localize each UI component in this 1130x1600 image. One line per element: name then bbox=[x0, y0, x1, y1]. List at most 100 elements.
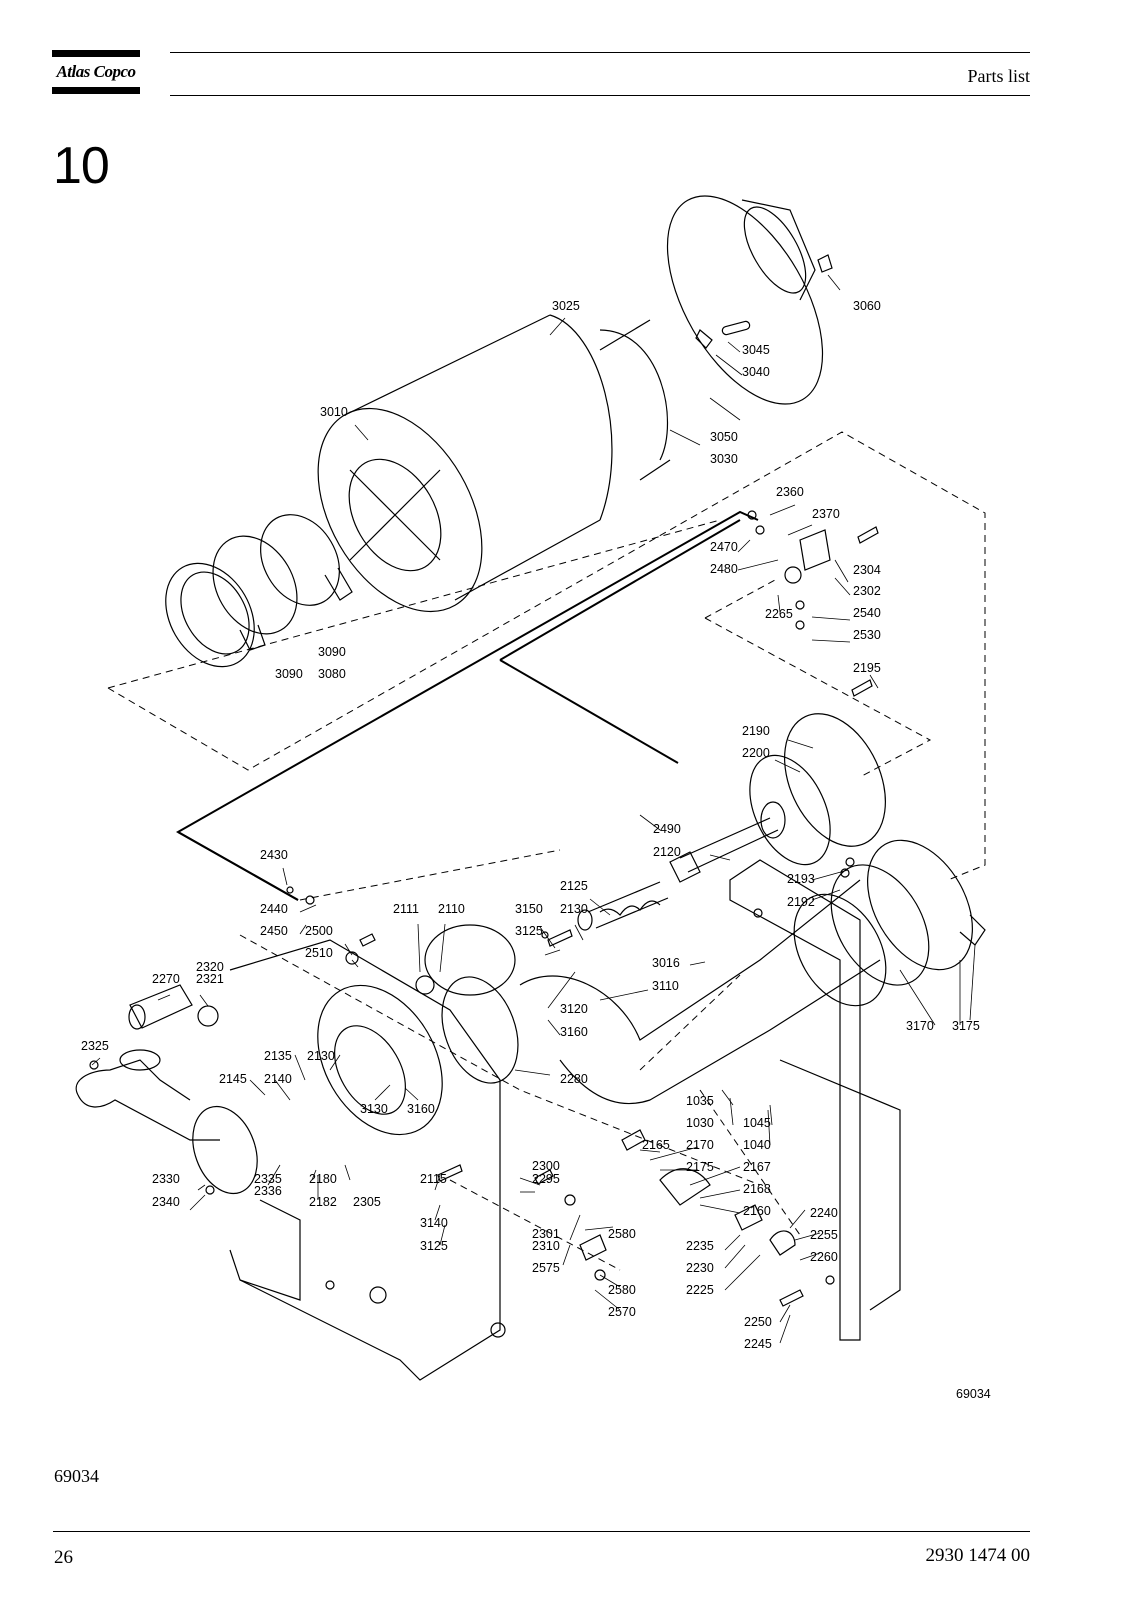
logo-bar-top bbox=[52, 50, 140, 57]
part-label: 3090 bbox=[318, 645, 346, 659]
part-label: 3140 bbox=[420, 1216, 448, 1230]
footer-rule bbox=[53, 1531, 1030, 1532]
part-label: 2360 bbox=[776, 485, 804, 499]
page-number: 26 bbox=[54, 1547, 73, 1568]
part-label: 3125 bbox=[420, 1239, 448, 1253]
part-label: 2490 bbox=[653, 822, 681, 836]
part-label: 3120 bbox=[560, 1002, 588, 1016]
part-label: 2580 bbox=[608, 1227, 636, 1241]
part-label: 2115 bbox=[420, 1172, 447, 1186]
part-label: 3016 bbox=[652, 956, 680, 970]
part-label: 2321 bbox=[196, 972, 224, 986]
part-label: 2190 bbox=[742, 724, 770, 738]
part-label: 2182 bbox=[309, 1195, 337, 1209]
part-label: 1040 bbox=[743, 1138, 771, 1152]
part-label: 2304 bbox=[853, 563, 881, 577]
part-label: 2255 bbox=[810, 1228, 838, 1242]
part-label: 2480 bbox=[710, 562, 738, 576]
part-number-labels: 3025 3060 3045 3040 3010 3050 3030 2360 … bbox=[81, 299, 991, 1401]
part-label: 2175 bbox=[686, 1160, 714, 1174]
part-label: 2430 bbox=[260, 848, 288, 862]
part-label: 2240 bbox=[810, 1206, 838, 1220]
part-label: 3045 bbox=[742, 343, 770, 357]
header-rule-bottom bbox=[170, 95, 1030, 96]
part-label: 3025 bbox=[552, 299, 580, 313]
part-label: 2230 bbox=[686, 1261, 714, 1275]
part-label: 3040 bbox=[742, 365, 770, 379]
part-label: 2193 bbox=[787, 872, 815, 886]
part-label: 2302 bbox=[853, 584, 881, 598]
document-number: 2930 1474 00 bbox=[925, 1545, 1031, 1566]
part-label: 2167 bbox=[743, 1160, 771, 1174]
part-label: 2130 bbox=[307, 1049, 335, 1063]
part-label: 2195 bbox=[853, 661, 881, 675]
header-rule-top bbox=[170, 52, 1030, 53]
part-label: 2510 bbox=[305, 946, 333, 960]
part-label: 2310 bbox=[532, 1239, 560, 1253]
part-label: 2260 bbox=[810, 1250, 838, 1264]
part-label: 3050 bbox=[710, 430, 738, 444]
part-label: 2265 bbox=[765, 607, 793, 621]
section-label: Parts list bbox=[967, 66, 1030, 86]
part-label: 1045 bbox=[743, 1116, 771, 1130]
part-label: 2245 bbox=[744, 1337, 772, 1351]
part-label: 1035 bbox=[686, 1094, 714, 1108]
part-label: 1030 bbox=[686, 1116, 714, 1130]
part-label: 2130 bbox=[560, 902, 588, 916]
part-label: 3160 bbox=[560, 1025, 588, 1039]
part-label: 2570 bbox=[608, 1305, 636, 1319]
part-label: 2135 bbox=[264, 1049, 292, 1063]
part-label: 2330 bbox=[152, 1172, 180, 1186]
part-label: 2335 bbox=[254, 1172, 282, 1186]
part-label: 2580 bbox=[608, 1283, 636, 1297]
atlas-copco-logo: Atlas Copco bbox=[52, 50, 140, 94]
part-label: 2120 bbox=[653, 845, 681, 859]
part-label: 3125 bbox=[515, 924, 543, 938]
section-number: 10 bbox=[53, 137, 110, 195]
part-label: 2270 bbox=[152, 972, 180, 986]
part-label: 2140 bbox=[264, 1072, 292, 1086]
part-label: 3030 bbox=[710, 452, 738, 466]
part-label: 2160 bbox=[743, 1204, 771, 1218]
part-label: 2540 bbox=[853, 606, 881, 620]
part-label: 2575 bbox=[532, 1261, 560, 1275]
part-label: 2470 bbox=[710, 540, 738, 554]
part-label: 2111 bbox=[393, 902, 419, 916]
part-label: 2500 bbox=[305, 924, 333, 938]
part-label: 2325 bbox=[81, 1039, 109, 1053]
part-label: 2301 bbox=[532, 1227, 560, 1241]
part-label: 2168 bbox=[743, 1182, 771, 1196]
part-label: 2192 bbox=[787, 895, 815, 909]
drawing-id: 69034 bbox=[956, 1387, 991, 1401]
part-label: 2340 bbox=[152, 1195, 180, 1209]
part-label: 2300 bbox=[532, 1159, 560, 1173]
part-label: 2370 bbox=[812, 507, 840, 521]
logo-wordmark: Atlas Copco bbox=[56, 62, 136, 81]
part-label: 2170 bbox=[686, 1138, 714, 1152]
part-label: 2235 bbox=[686, 1239, 714, 1253]
part-label: 2225 bbox=[686, 1283, 714, 1297]
part-label: 2250 bbox=[744, 1315, 772, 1329]
part-label: 3175 bbox=[952, 1019, 980, 1033]
part-label: 3080 bbox=[318, 667, 346, 681]
part-label: 2165 bbox=[642, 1138, 670, 1152]
part-label: 3010 bbox=[320, 405, 348, 419]
part-label: 3150 bbox=[515, 902, 543, 916]
part-label: 3060 bbox=[853, 299, 881, 313]
part-label: 2200 bbox=[742, 746, 770, 760]
part-label: 3170 bbox=[906, 1019, 934, 1033]
part-label: 2180 bbox=[309, 1172, 337, 1186]
part-label: 2530 bbox=[853, 628, 881, 642]
part-label: 3160 bbox=[407, 1102, 435, 1116]
part-label: 2125 bbox=[560, 879, 588, 893]
part-label: 3110 bbox=[652, 979, 679, 993]
part-label: 2110 bbox=[438, 902, 465, 916]
part-label: 2280 bbox=[560, 1072, 588, 1086]
part-label: 2145 bbox=[219, 1072, 247, 1086]
part-label: 2320 bbox=[196, 960, 224, 974]
figure-caption: 69034 bbox=[54, 1466, 99, 1486]
part-label: 2336 bbox=[254, 1184, 282, 1198]
part-label: 2305 bbox=[353, 1195, 381, 1209]
part-label: 2440 bbox=[260, 902, 288, 916]
